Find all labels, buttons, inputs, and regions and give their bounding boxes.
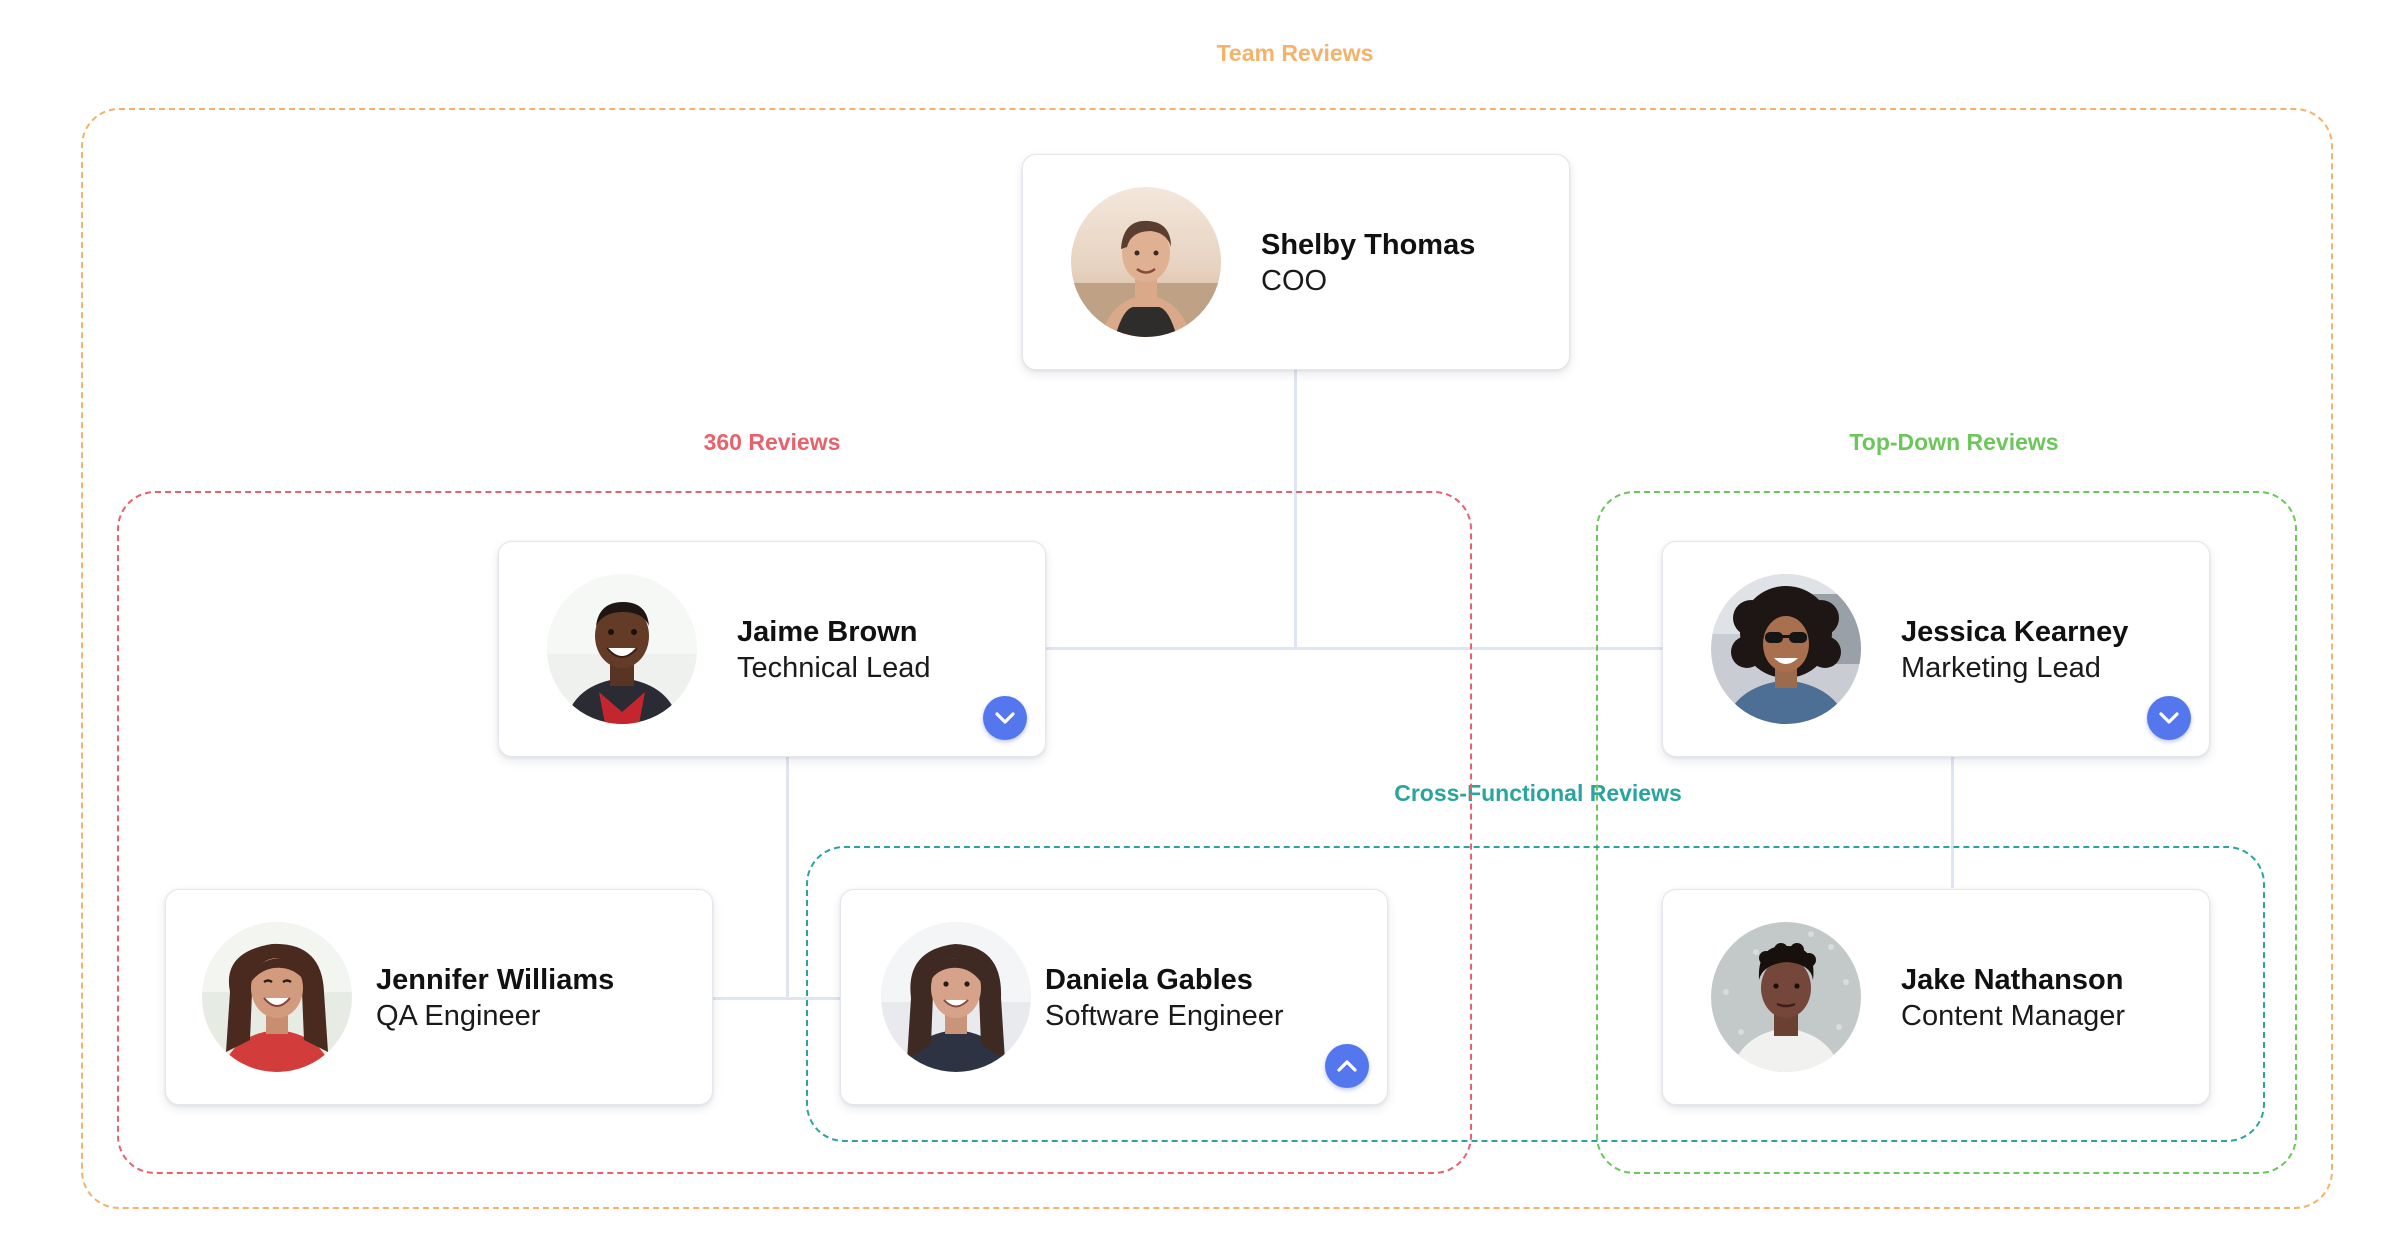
- avatar: [1071, 187, 1221, 337]
- person-role: COO: [1261, 265, 1328, 297]
- avatar: [881, 922, 1031, 1072]
- cross-functional-reviews-label: Cross-Functional Reviews: [1394, 780, 1682, 806]
- person-card-jake-nathanson[interactable]: Jake Nathanson Content Manager: [1662, 889, 2210, 1105]
- person-photo-icon: [881, 922, 1031, 1072]
- person-role: Technical Lead: [737, 652, 931, 684]
- avatar: [1711, 574, 1861, 724]
- person-photo-icon: [1711, 574, 1861, 724]
- chevron-up-icon: [1337, 1060, 1357, 1072]
- expand-toggle-button[interactable]: [983, 696, 1027, 740]
- 360-reviews-label: 360 Reviews: [703, 429, 841, 455]
- person-name: Jennifer Williams: [376, 964, 615, 996]
- connector-leads-horizontal: [1045, 647, 1662, 650]
- person-card-jessica-kearney[interactable]: Jessica Kearney Marketing Lead: [1662, 541, 2210, 757]
- person-card-shelby-thomas[interactable]: Shelby Thomas COO: [1022, 154, 1570, 370]
- person-photo-icon: [1071, 187, 1221, 337]
- person-name: Daniela Gables: [1045, 964, 1253, 996]
- avatar: [1711, 922, 1861, 1072]
- connector-engineers-horizontal: [713, 997, 840, 1000]
- person-photo-icon: [202, 922, 352, 1072]
- person-name: Jake Nathanson: [1901, 964, 2124, 996]
- person-name: Jaime Brown: [737, 616, 918, 648]
- collapse-toggle-button[interactable]: [1325, 1044, 1369, 1088]
- person-photo-icon: [547, 574, 697, 724]
- person-role: Marketing Lead: [1901, 652, 2101, 684]
- avatar: [547, 574, 697, 724]
- chevron-down-icon: [2159, 712, 2179, 724]
- team-reviews-label: Team Reviews: [1216, 40, 1374, 66]
- expand-toggle-button[interactable]: [2147, 696, 2191, 740]
- person-role: Software Engineer: [1045, 1000, 1284, 1032]
- person-name: Jessica Kearney: [1901, 616, 2129, 648]
- connector-shelby-vertical: [1294, 370, 1297, 650]
- connector-jessica-vertical: [1951, 757, 1954, 888]
- person-card-jaime-brown[interactable]: Jaime Brown Technical Lead: [498, 541, 1046, 757]
- avatar: [202, 922, 352, 1072]
- person-card-daniela-gables[interactable]: Daniela Gables Software Engineer: [840, 889, 1388, 1105]
- connector-jaime-vertical: [786, 757, 789, 1000]
- person-card-jennifer-williams[interactable]: Jennifer Williams QA Engineer: [165, 889, 713, 1105]
- person-role: QA Engineer: [376, 1000, 541, 1032]
- chevron-down-icon: [995, 712, 1015, 724]
- person-name: Shelby Thomas: [1261, 229, 1476, 261]
- person-photo-icon: [1711, 922, 1861, 1072]
- person-role: Content Manager: [1901, 1000, 2126, 1032]
- top-down-reviews-label: Top-Down Reviews: [1849, 429, 2059, 455]
